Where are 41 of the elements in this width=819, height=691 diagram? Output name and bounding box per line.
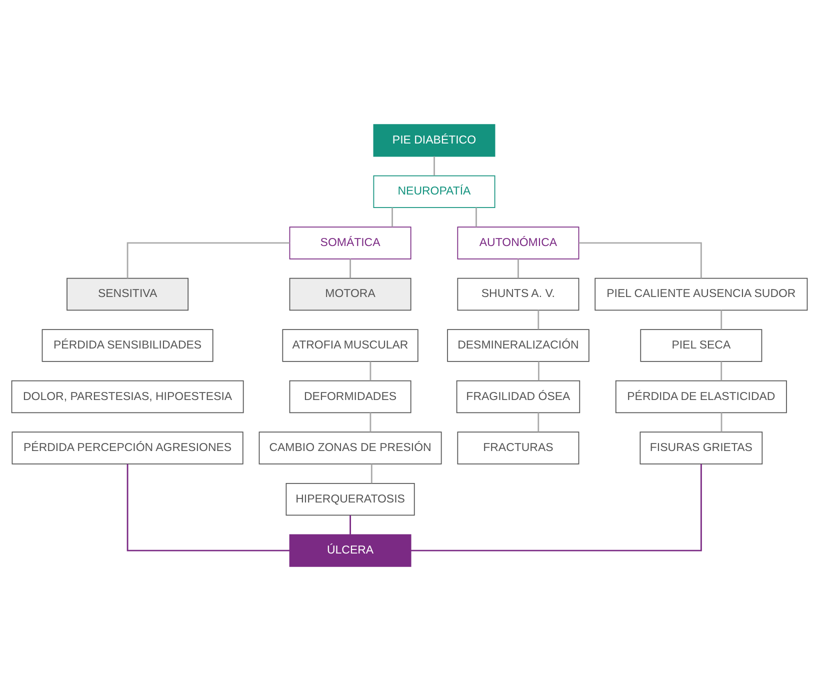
node-box: PÉRDIDA SENSIBILIDADES — [42, 329, 214, 362]
connector — [538, 412, 540, 432]
connector — [350, 258, 351, 278]
node-box: PÉRDIDA DE ELASTICIDAD — [615, 380, 787, 414]
node-box: DESMINERALIZACIÓN — [447, 329, 590, 362]
connector — [126, 464, 290, 552]
node-box: PÉRDIDA PERCEPCIÓN AGRESIONES — [12, 432, 244, 464]
node-box: FRAGILIDAD ÓSEA — [456, 380, 580, 414]
connector — [370, 464, 372, 484]
connector — [720, 361, 722, 381]
node-box: FISURAS GRIETAS — [640, 432, 763, 464]
node-box: SOMÁTICA — [289, 226, 412, 260]
node-box: FRACTURAS — [457, 432, 580, 464]
node-box: CAMBIO ZONAS DE PRESIÓN — [258, 432, 442, 464]
connector — [538, 361, 540, 381]
connector — [126, 242, 290, 278]
connector — [720, 412, 722, 432]
connector — [538, 310, 540, 330]
connector — [411, 464, 702, 552]
node-box: MOTORA — [289, 278, 412, 311]
connector — [370, 412, 372, 432]
connector — [392, 208, 393, 227]
node-box: SENSITIVA — [66, 278, 189, 311]
connector — [720, 310, 722, 330]
connector — [350, 515, 351, 534]
connector — [518, 258, 519, 278]
connector — [476, 208, 477, 227]
connector — [578, 242, 702, 278]
node-box: PIEL SECA — [640, 329, 762, 362]
node-box: ÚLCERA — [289, 534, 412, 567]
node-box: DOLOR, PARESTESIAS, HIPOESTESIA — [11, 380, 244, 414]
node-box: PIEL CALIENTE AUSENCIA SUDOR — [594, 278, 808, 311]
connector — [434, 156, 435, 176]
node-box: SHUNTS A. V. — [457, 278, 580, 311]
node-box: ATROFIA MUSCULAR — [282, 329, 418, 362]
node-box: AUTONÓMICA — [457, 226, 580, 260]
node-box: DEFORMIDADES — [289, 380, 412, 414]
node-box: PIE DIABÉTICO — [373, 124, 496, 157]
connector — [370, 361, 372, 381]
node-box: HIPERQUERATOSIS — [286, 482, 415, 516]
node-box: NEUROPATÍA — [373, 175, 496, 208]
